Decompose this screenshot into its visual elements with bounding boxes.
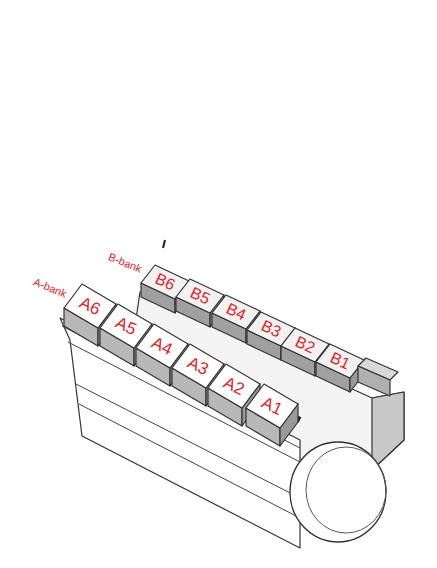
pulley-rim: [306, 447, 386, 533]
engine-block: [60, 318, 300, 548]
block-line: [79, 404, 300, 518]
bank-label: B-bank: [107, 251, 143, 274]
cylinder-top: [316, 344, 364, 378]
b-end-cap-front: [358, 366, 390, 396]
rear-end-face: [372, 392, 404, 470]
cylinder-top: [246, 384, 298, 428]
block-line: [76, 384, 300, 498]
bank-label: A-bank: [32, 276, 68, 299]
stray-mark: [163, 240, 165, 248]
block-lip: [68, 342, 300, 462]
pulley: [290, 442, 386, 542]
